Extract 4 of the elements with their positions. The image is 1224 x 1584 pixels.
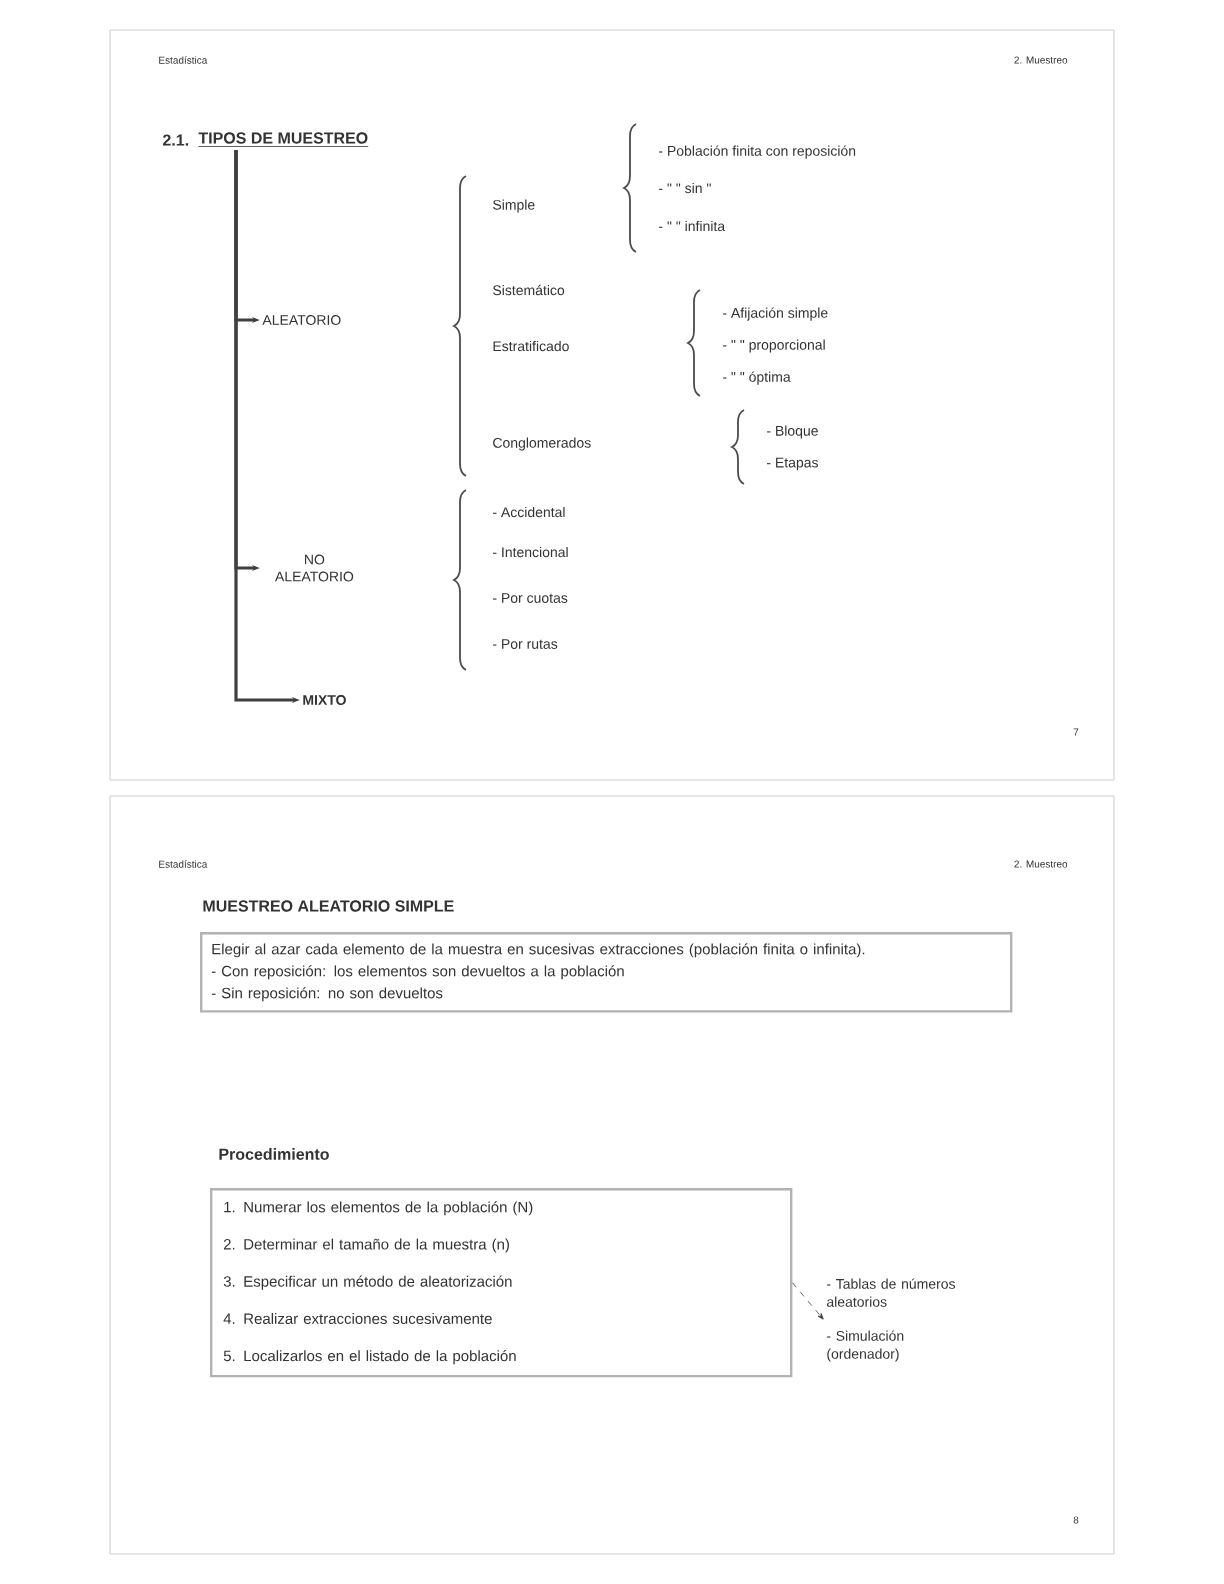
section-heading: Procedimiento [219, 1148, 329, 1160]
section-title: TIPOS DE MUESTREO [198, 132, 369, 147]
slide-title: MUESTREO ALEATORIO SIMPLE [203, 900, 454, 912]
arrow [792, 1282, 824, 1320]
